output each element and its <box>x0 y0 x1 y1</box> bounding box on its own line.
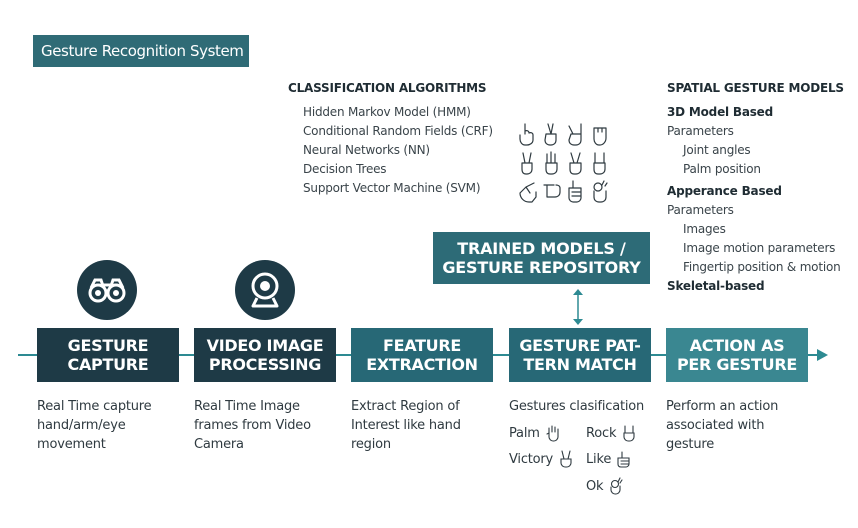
algo-item: Support Vector Machine (SVM) <box>303 181 481 195</box>
algo-item: Hidden Markov Model (HMM) <box>303 105 471 119</box>
step-line: GESTURE PAT- <box>519 336 641 355</box>
step-line: PER GESTURE <box>677 355 797 374</box>
thumbs-up-icon <box>568 180 582 203</box>
ok-icon <box>593 180 608 203</box>
desc-line: gesture <box>666 437 715 452</box>
algo-item: Decision Trees <box>303 162 387 176</box>
desc-line: Real Time capture <box>37 399 152 414</box>
desc-line: Gestures clasification <box>509 399 645 414</box>
desc-line: hand/arm/eye <box>37 418 126 433</box>
images-label: Images <box>683 222 726 236</box>
image-motion-label: Image motion parameters <box>683 241 836 255</box>
trained-line2: GESTURE REPOSITORY <box>442 258 641 277</box>
step-desc-extraction: Extract Region of Interest like hand reg… <box>351 397 501 454</box>
step-line: EXTRACTION <box>366 355 478 374</box>
gesture-label: Victory <box>509 451 554 467</box>
step-desc-pattern: Gestures clasification <box>509 397 659 416</box>
params-label: Parameters <box>667 124 734 138</box>
double-arrow-icon <box>573 289 583 325</box>
desc-line: Interest like hand <box>351 418 461 433</box>
appearance-label: Apperance Based <box>667 184 782 198</box>
gesture-like: Like <box>586 450 633 468</box>
crossed-fingers-icon <box>544 123 557 146</box>
rock-icon <box>593 152 606 175</box>
pointing-side-icon <box>543 184 561 198</box>
gesture-label: Ok <box>586 478 604 494</box>
classification-list: Hidden Markov Model (HMM) Conditional Ra… <box>303 103 493 198</box>
desc-line: movement <box>37 437 106 452</box>
gesture-label: Rock <box>586 425 617 441</box>
trained-models-box: TRAINED MODELS / GESTURE REPOSITORY <box>433 232 650 284</box>
fingertip-label: Fingertip position & motion <box>683 260 841 274</box>
joint-angles-label: Joint angles <box>683 143 751 157</box>
step-pattern-match: GESTURE PAT-TERN MATCH <box>509 328 651 382</box>
gesture-victory: Victory <box>509 450 575 468</box>
algo-item: Neural Networks (NN) <box>303 143 430 157</box>
open-palm-icon <box>519 182 537 203</box>
flow-arrowhead <box>817 349 828 361</box>
desc-line: associated with <box>666 418 765 433</box>
hand-gesture-icons <box>519 123 608 203</box>
pointing-hand-icon <box>519 123 534 146</box>
call-hand-icon <box>568 123 582 146</box>
thumbs-up-icon <box>617 451 630 468</box>
desc-line: frames from Video <box>194 418 311 433</box>
step-desc-processing: Real Time Image frames from Video Camera <box>194 397 344 454</box>
gesture-rock: Rock <box>586 424 638 442</box>
desc-line: Perform an action <box>666 399 779 414</box>
victory-hand-icon <box>560 450 572 468</box>
diagram-title: Gesture Recognition System <box>33 35 249 67</box>
ok-hand-icon <box>610 477 623 495</box>
palm-position-label: Palm position <box>683 162 761 176</box>
step-line: GESTURE <box>67 336 149 355</box>
step-line: CAPTURE <box>67 355 149 374</box>
step-line: VIDEO IMAGE <box>206 336 324 355</box>
spatial-models-list: 3D Model Based Parameters Joint angles P… <box>667 103 841 296</box>
algo-item: Conditional Random Fields (CRF) <box>303 124 493 138</box>
webcam-icon <box>235 260 295 320</box>
gesture-label: Like <box>586 451 612 467</box>
trained-line1: TRAINED MODELS / <box>457 239 626 258</box>
desc-line: Real Time Image <box>194 399 300 414</box>
skeletal-label: Skeletal-based <box>667 279 765 293</box>
step-line: PROCESSING <box>208 355 322 374</box>
step-desc-action: Perform an action associated with gestur… <box>666 397 816 454</box>
desc-line: Extract Region of <box>351 399 460 414</box>
desc-line: Camera <box>194 437 244 452</box>
step-line: ACTION AS <box>689 336 785 355</box>
classification-heading: CLASSIFICATION ALGORITHMS <box>288 81 487 95</box>
binoculars-icon <box>77 260 137 320</box>
gesture-ok: Ok <box>586 477 625 495</box>
palm-hand-icon <box>546 425 559 442</box>
gesture-label: Palm <box>509 425 540 441</box>
gesture-palm: Palm <box>509 424 562 442</box>
step-line: TERN MATCH <box>523 355 637 374</box>
params-label: Parameters <box>667 203 734 217</box>
three-fingers-icon <box>545 151 558 175</box>
step-line: FEATURE <box>382 336 462 355</box>
fist-icon <box>593 127 607 146</box>
rock-hand-icon <box>623 425 635 442</box>
model-3d-label: 3D Model Based <box>667 105 774 119</box>
desc-line: region <box>351 437 391 452</box>
step-desc-capture: Real Time capture hand/arm/eye movement <box>37 397 187 454</box>
spatial-heading: SPATIAL GESTURE MODELS <box>667 81 844 95</box>
peace-hand-icon <box>569 152 582 175</box>
victory-icon <box>521 152 533 175</box>
